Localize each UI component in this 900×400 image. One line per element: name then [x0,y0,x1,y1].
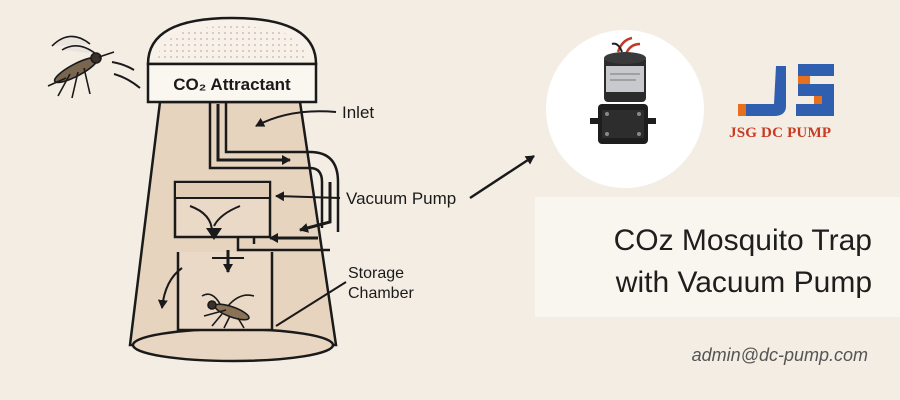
flying-mosquito-icon [47,35,115,99]
inlet-leader [255,110,337,127]
storage-label-line2: Chamber [348,285,414,302]
leak-arrow [157,267,183,309]
airflow-arrow-2 [299,182,332,233]
attractant-label: CO₂ Attractant [173,75,291,94]
storage-chamber [176,252,274,332]
contact-email[interactable]: admin@dc-pump.com [691,345,868,365]
pump-photo-overlay [590,36,656,144]
storage-leader [275,281,347,327]
mosquito-attraction-lines [111,61,141,89]
title-line-2: with Vacuum Pump [615,266,872,299]
return-duct [236,237,330,252]
captured-mosquito-icon [201,293,255,329]
title-panel [535,197,900,317]
title-line-1: COz Mosquito Trap [613,224,872,257]
pump-pointer-arrow [469,154,535,200]
airflow-duct [208,102,340,232]
vacuum-pump-label: Vacuum Pump [346,189,456,208]
inlet-label: Inlet [342,103,374,122]
storage-label-line1: Storage [348,265,404,282]
trap-base [131,327,335,363]
brand-logo-icon [738,64,834,116]
attractant-band [146,62,318,104]
vacuum-pump-leader [275,191,341,202]
brand-name: JSG DC PUMP [729,125,832,141]
airflow-arrow-1 [216,104,291,165]
